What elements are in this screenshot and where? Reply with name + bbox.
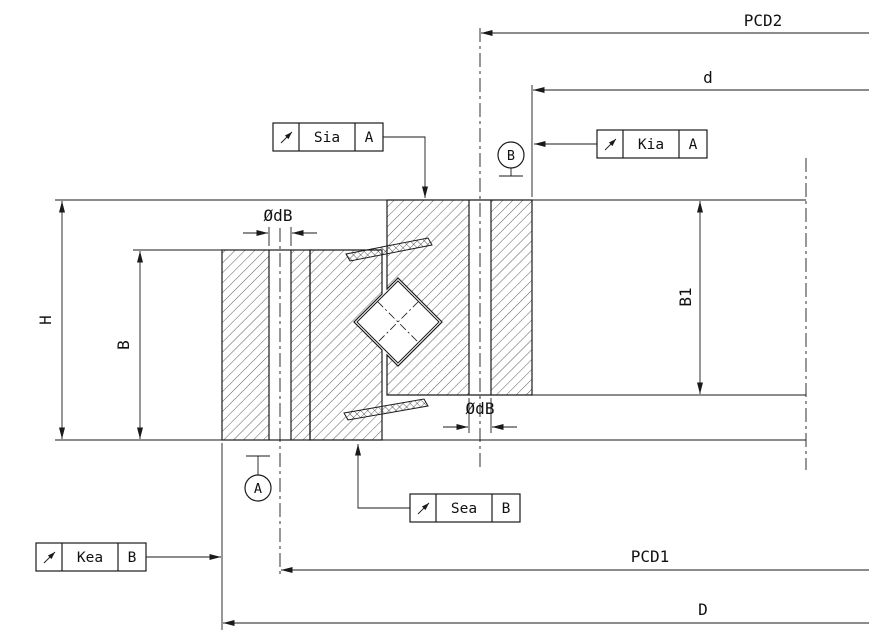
inner-ring-outline — [386, 199, 533, 396]
datum-b-circle — [497, 141, 525, 169]
runout-arrow-icon — [280, 131, 293, 144]
outer-ring-inner-piece-fill — [310, 250, 382, 440]
tolerance-frame-sea: Sea B — [355, 444, 521, 523]
bore-diameter-label: d — [703, 68, 713, 87]
dimension-pcd1: PCD1 — [281, 547, 869, 573]
bottom-seal — [343, 398, 429, 421]
crossed-roller — [356, 280, 440, 364]
outer-ring-bolt-hole — [269, 250, 291, 440]
sia-datum-letter: A — [365, 130, 374, 146]
runout-arrow-icon — [604, 138, 617, 151]
datum-b-letter: B — [507, 148, 515, 164]
dimension-outer-ring-height: B — [114, 251, 143, 439]
dimension-total-height: H — [36, 201, 65, 439]
kia-label: Kia — [638, 137, 664, 153]
kia-datum-letter: A — [689, 137, 698, 153]
top-seal — [345, 237, 433, 262]
total-height-label: H — [36, 315, 55, 325]
sea-label: Sea — [451, 501, 477, 517]
kea-label: Kea — [77, 550, 103, 566]
outer-ring-height-label: B — [114, 340, 133, 350]
outer-diameter-label: D — [698, 600, 708, 619]
datum-a-letter: A — [254, 481, 262, 497]
tolerance-frame-kea: Kea B — [35, 542, 221, 572]
runout-arrow-icon — [43, 551, 56, 564]
sia-label: Sia — [314, 130, 340, 146]
kea-datum-letter: B — [128, 550, 137, 566]
pcd1-label: PCD1 — [631, 547, 670, 566]
dimension-bore-diameter: d — [533, 68, 869, 93]
bolt-hole-outer-label: ØdB — [264, 206, 293, 225]
sia-leader-line — [383, 136, 428, 198]
bolt-hole-inner-label: ØdB — [466, 399, 495, 418]
sea-datum-letter: B — [502, 501, 511, 517]
dimension-pcd2: PCD2 — [481, 11, 869, 36]
tolerance-frame-kia: Kia A — [534, 129, 708, 159]
tolerance-frame-sia: Sia A — [272, 122, 428, 198]
inner-ring-section-fill — [387, 200, 532, 395]
datum-b-symbol: B — [497, 141, 525, 177]
datum-a-circle — [244, 474, 272, 502]
datum-a-symbol: A — [244, 455, 272, 502]
outer-ring-section-fill — [222, 250, 310, 440]
dimension-inner-ring-height: B1 — [676, 201, 703, 394]
roller-axis-line-2 — [377, 301, 419, 343]
inner-ring-height-label: B1 — [676, 287, 695, 306]
dimension-bolt-hole-outer-ring: ØdB — [243, 206, 317, 246]
pcd2-label: PCD2 — [744, 11, 783, 30]
dimension-outer-diameter: D — [223, 600, 869, 626]
sea-leader-line — [355, 444, 410, 509]
dimension-bolt-hole-inner-ring: ØdB — [443, 398, 517, 433]
runout-arrow-icon — [417, 502, 430, 515]
